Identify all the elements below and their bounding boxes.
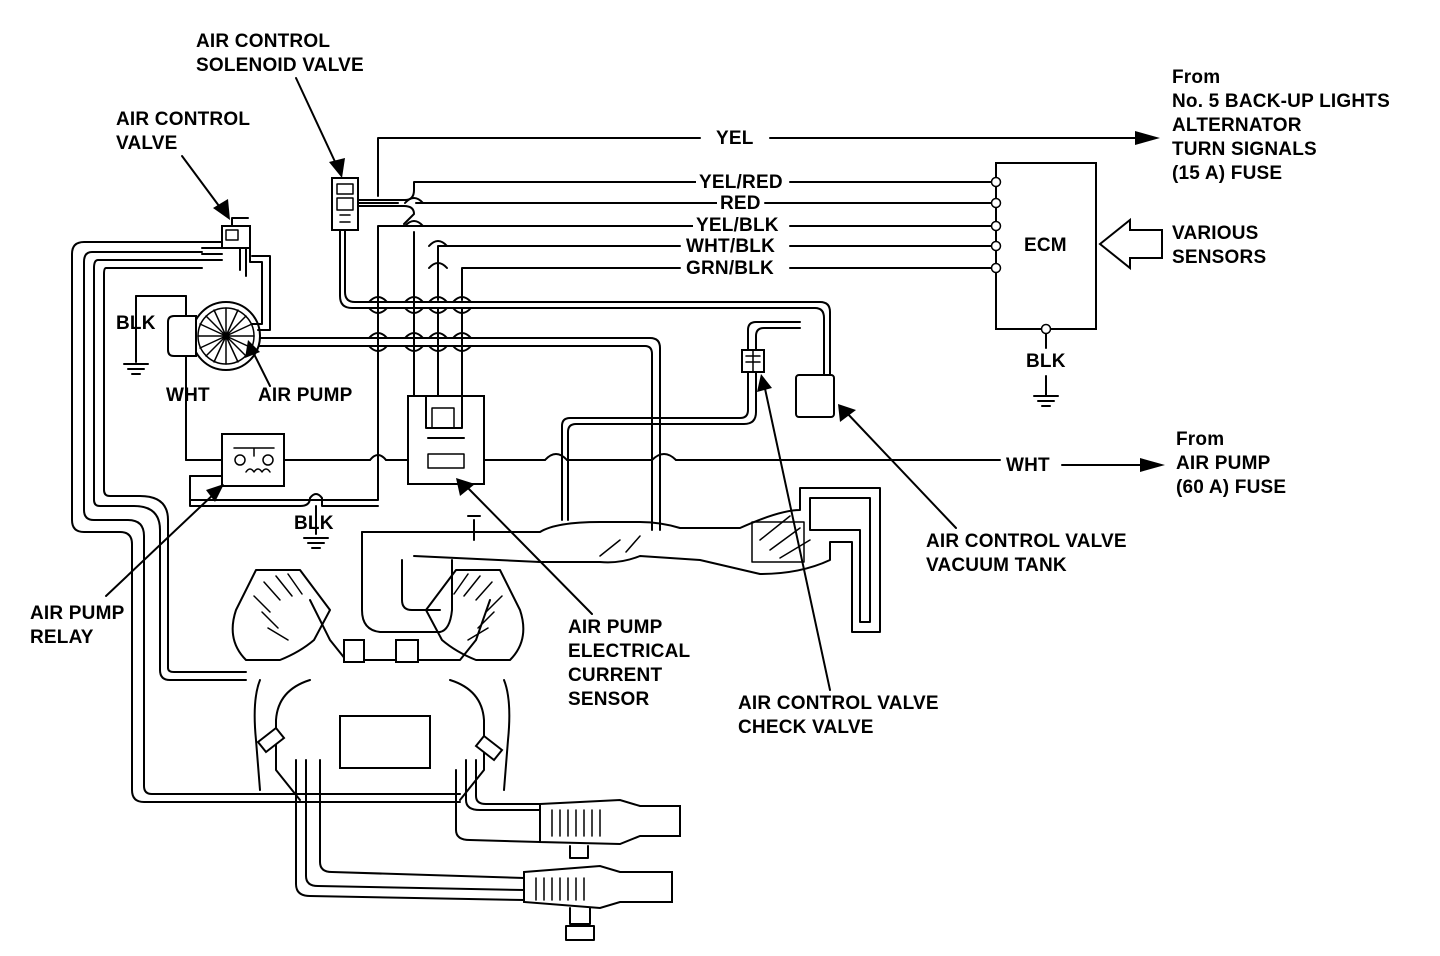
yel-wire [377,131,1160,197]
air-pump [123,295,261,375]
sensors-arrow [1098,217,1163,271]
solenoid-valve [331,177,831,376]
vacuum-lines [561,321,801,521]
ecm-signal-wires [356,181,993,301]
vacuum-tank [795,374,835,418]
leader-lines [105,77,957,691]
engine [231,531,525,801]
label-ecm-ground: BLK [1026,351,1066,372]
exhaust [295,759,681,941]
label-wht-left: WHT [166,385,210,406]
wire-label-grn-blk: GRN/BLK [683,257,777,281]
label-air-control-solenoid-valve: AIR CONTROL SOLENOID VALVE [196,31,364,76]
intake [361,487,881,633]
label-vacuum-tank: AIR CONTROL VALVE VACUUM TANK [926,531,1127,576]
label-from-air-pump-fuse: From AIR PUMP (60 A) FUSE [1176,429,1287,498]
label-ecm: ECM [1024,235,1067,256]
check-valve [741,349,765,373]
label-relay-ground: BLK [294,513,334,534]
wire-label-yel: YEL [713,127,757,151]
wht-wire [269,453,1165,472]
label-pump-ground: BLK [116,313,156,334]
ecm-box [995,162,1097,330]
label-air-pump: AIR PUMP [258,385,353,406]
current-sensor [407,395,485,485]
wire-label-yel-blk: YEL/BLK [693,214,782,238]
air-control-valve [201,217,251,277]
sensor-wires [189,231,463,501]
label-various-sensors: VARIOUS SENSORS [1172,223,1267,268]
wire-label-red: RED [717,192,764,216]
label-current-sensor: AIR PUMP ELECTRICAL CURRENT SENSOR [568,617,691,710]
air-hoses [71,241,461,803]
wire-label-wht-blk: WHT/BLK [683,235,778,259]
label-air-pump-relay: AIR PUMP RELAY [30,603,125,648]
air-pump-relay [135,295,379,549]
label-check-valve: AIR CONTROL VALVE CHECK VALVE [738,693,939,738]
ecm-pins [990,176,1052,335]
wire-label-yel-red: YEL/RED [696,171,786,195]
ecm-ground [1033,333,1059,407]
label-air-control-valve: AIR CONTROL VALVE [116,109,251,154]
label-wht-right: WHT [1003,454,1053,478]
label-from-backup-fuse: From No. 5 BACK-UP LIGHTS ALTERNATOR TUR… [1172,67,1390,184]
